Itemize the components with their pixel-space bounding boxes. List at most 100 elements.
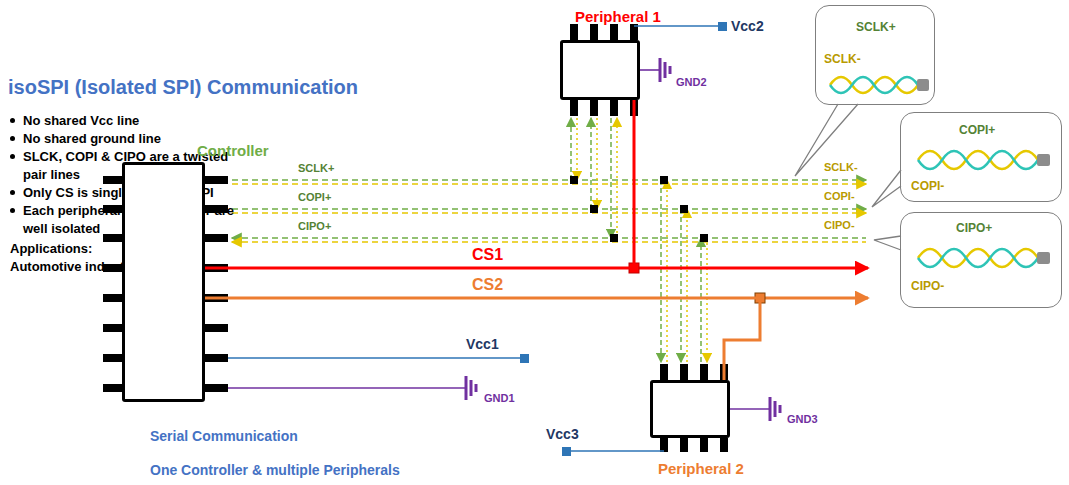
bullet-dot	[10, 136, 15, 141]
signal-name: SCLK-	[824, 161, 858, 173]
cable-end	[917, 79, 1050, 264]
signal-name: CIPO+	[956, 221, 992, 235]
signal-name: COPI-	[911, 179, 944, 193]
chip-pin	[205, 324, 228, 332]
signal-name: CIPO-	[911, 279, 944, 293]
note: Automotive industry	[10, 258, 136, 276]
chip-pin	[660, 364, 668, 380]
signal-name: COPI+	[298, 191, 331, 203]
chip-pin	[590, 24, 598, 40]
vcc-terminal	[520, 354, 529, 363]
tap-line	[680, 209, 682, 362]
tap-node	[700, 234, 708, 242]
sclk-plus-line	[232, 179, 866, 181]
signal-name: CIPO+	[298, 220, 331, 232]
vcc-terminal	[718, 22, 727, 31]
chip-name: Peripheral 1	[575, 8, 661, 25]
ground-symbol	[466, 58, 780, 421]
power-label: Vcc1	[466, 336, 499, 352]
chip-pin	[103, 234, 122, 242]
peripheral-chip: Peripheral 2	[650, 380, 730, 438]
bullet-dot	[10, 208, 15, 213]
chip-pin	[590, 100, 598, 116]
tap-line	[576, 118, 578, 180]
power-label: Vcc2	[731, 18, 764, 34]
chip-pin	[570, 24, 578, 40]
controller-chip: Controller	[122, 162, 205, 402]
twisted-pair	[830, 77, 1038, 267]
copi-minus-line	[232, 212, 866, 214]
tap-line	[616, 118, 618, 238]
chip-pin	[680, 364, 688, 380]
callout-tail	[795, 104, 901, 250]
tap-node	[610, 234, 618, 242]
cipo-minus-line	[232, 241, 866, 243]
chip-pin	[103, 384, 122, 392]
vcc-wire	[228, 357, 520, 359]
chip-pin	[680, 438, 688, 452]
tap-line	[660, 180, 662, 362]
tap-line	[700, 238, 702, 362]
tap-node	[680, 205, 688, 213]
tap-line	[666, 180, 668, 362]
chip-pin	[103, 294, 122, 302]
chip-pin	[700, 364, 708, 380]
tap-line	[686, 209, 688, 362]
chip-pin	[720, 438, 728, 452]
note: Applications:	[10, 240, 92, 258]
chip-pin	[610, 100, 618, 116]
chip-pin	[205, 176, 228, 184]
chip-pin	[570, 100, 578, 116]
note: Serial Communication	[150, 428, 298, 444]
title: isoSPI (Isolated SPI) Communication	[8, 76, 358, 99]
signal-name: COPI+	[959, 123, 995, 137]
vcc-terminal	[562, 447, 571, 456]
tap-line	[590, 118, 592, 209]
tap-line	[706, 238, 708, 362]
chip-pin	[660, 438, 668, 452]
bullet-dot	[10, 118, 15, 123]
note: No shared ground line	[23, 130, 161, 148]
tap-node	[660, 176, 668, 184]
signal-name: SCLK+	[856, 20, 896, 34]
chip-pin	[610, 24, 618, 40]
tap-node	[590, 205, 598, 213]
sclk-minus-line	[232, 183, 866, 185]
power-label: Vcc3	[546, 426, 579, 442]
chip-pin	[103, 176, 122, 184]
note: One Controller & multiple Peripherals	[150, 462, 400, 478]
ground-label: GND1	[484, 392, 515, 404]
vcc-wire	[570, 450, 664, 452]
signal-name: CS1	[470, 246, 505, 264]
callout-bubble: COPI+ COPI-	[900, 112, 1062, 202]
bullet-dot	[10, 190, 15, 195]
signal-name: SCLK-	[824, 52, 861, 66]
signal-name: CIPO-	[824, 219, 855, 231]
vcc-wire	[634, 25, 718, 27]
note-item: No shared Vcc line	[10, 112, 235, 130]
chip-name: Controller	[197, 142, 269, 159]
cs2-wire	[205, 298, 760, 380]
ground-label: GND2	[676, 76, 707, 88]
signal-name: SCLK+	[298, 162, 334, 174]
cs1-wire	[205, 100, 634, 268]
signal-name: COPI-	[824, 190, 855, 202]
note: No shared Vcc line	[23, 112, 139, 130]
ground-wire	[228, 387, 466, 389]
copi-plus-line	[232, 208, 866, 210]
chip-pin	[700, 438, 708, 452]
tap-line	[610, 118, 612, 238]
chip-pin	[205, 234, 228, 242]
callout-bubble: CIPO+ CIPO-	[900, 212, 1062, 308]
chip-name: Peripheral 2	[658, 460, 744, 477]
peripheral-chip: Peripheral 1	[560, 40, 640, 100]
chip-pin	[205, 384, 228, 392]
tap-line	[596, 118, 598, 209]
ground-label: GND3	[787, 413, 818, 425]
chip-pin	[205, 354, 228, 362]
signal-name: CS2	[470, 276, 505, 294]
ground-wire	[640, 69, 660, 71]
cipo-plus-line	[232, 237, 866, 239]
cs2-line	[760, 297, 868, 300]
